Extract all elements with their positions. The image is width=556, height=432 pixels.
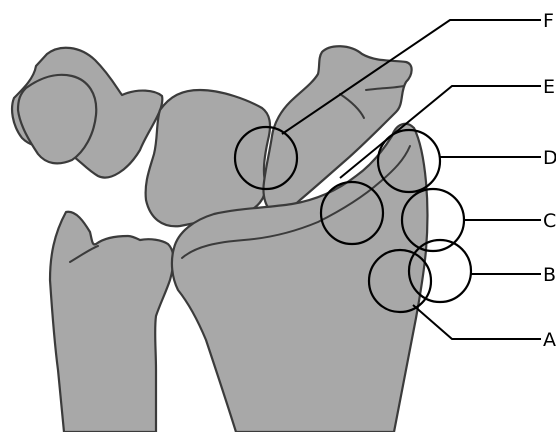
ulna-bone	[50, 212, 174, 432]
label-e: E	[543, 76, 555, 98]
labels: A B C D E F	[543, 10, 556, 351]
carpal-bone-middle	[146, 90, 270, 226]
label-b: B	[543, 264, 556, 286]
label-f: F	[543, 10, 554, 32]
bones	[12, 46, 427, 432]
label-d: D	[543, 147, 556, 169]
label-c: C	[543, 210, 556, 232]
label-a: A	[543, 329, 556, 351]
leader-line-a	[413, 305, 541, 339]
